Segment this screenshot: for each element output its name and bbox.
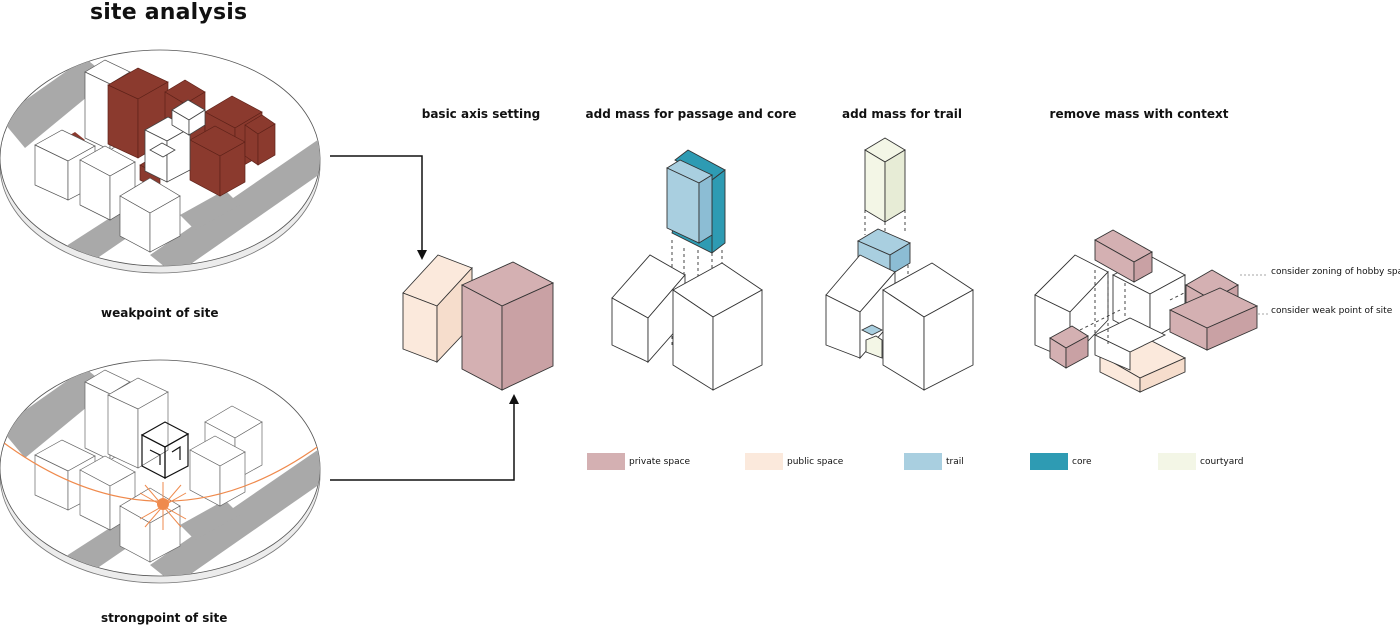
road — [180, 500, 240, 540]
step-title-1: basic axis setting — [421, 107, 541, 121]
step1-model — [402, 254, 555, 391]
road — [0, 58, 110, 148]
legend-label: trail — [946, 457, 964, 467]
step-title-2: add mass for passage and core — [585, 107, 797, 121]
page-title: site analysis — [90, 0, 248, 25]
step3-model — [825, 137, 974, 391]
step4-model — [1034, 229, 1259, 393]
step-title-4: remove mass with context — [1049, 107, 1229, 121]
site-weakpoint-model — [0, 49, 321, 274]
note-leader-lines — [1240, 274, 1268, 315]
weakpoint-caption: weakpoint of site — [101, 306, 219, 320]
legend-swatch — [745, 453, 783, 470]
site-strongpoint-model — [0, 359, 321, 584]
arrow-head-icon — [509, 394, 519, 404]
strongpoint-building — [140, 421, 190, 479]
legend-swatch — [1030, 453, 1068, 470]
legend-swatch — [904, 453, 942, 470]
strongpoint-caption: strongpoint of site — [101, 611, 228, 625]
step2-model — [611, 149, 763, 391]
road — [150, 445, 320, 576]
arrow-connector — [330, 155, 515, 481]
road — [150, 135, 320, 266]
legend-label: core — [1072, 457, 1092, 467]
legend-label: public space — [787, 457, 844, 467]
arrow-head-icon — [417, 250, 427, 260]
road — [0, 368, 110, 458]
road — [180, 190, 240, 230]
legend-label: private space — [629, 457, 691, 467]
legend-swatch — [1158, 453, 1196, 470]
step-title-3: add mass for trail — [841, 107, 963, 121]
note-weak-point: consider weak point of site — [1271, 306, 1393, 316]
note-hobby-space: consider zoning of hobby space — [1271, 267, 1400, 277]
legend-swatch — [587, 453, 625, 470]
legend-label: courtyard — [1200, 457, 1244, 467]
